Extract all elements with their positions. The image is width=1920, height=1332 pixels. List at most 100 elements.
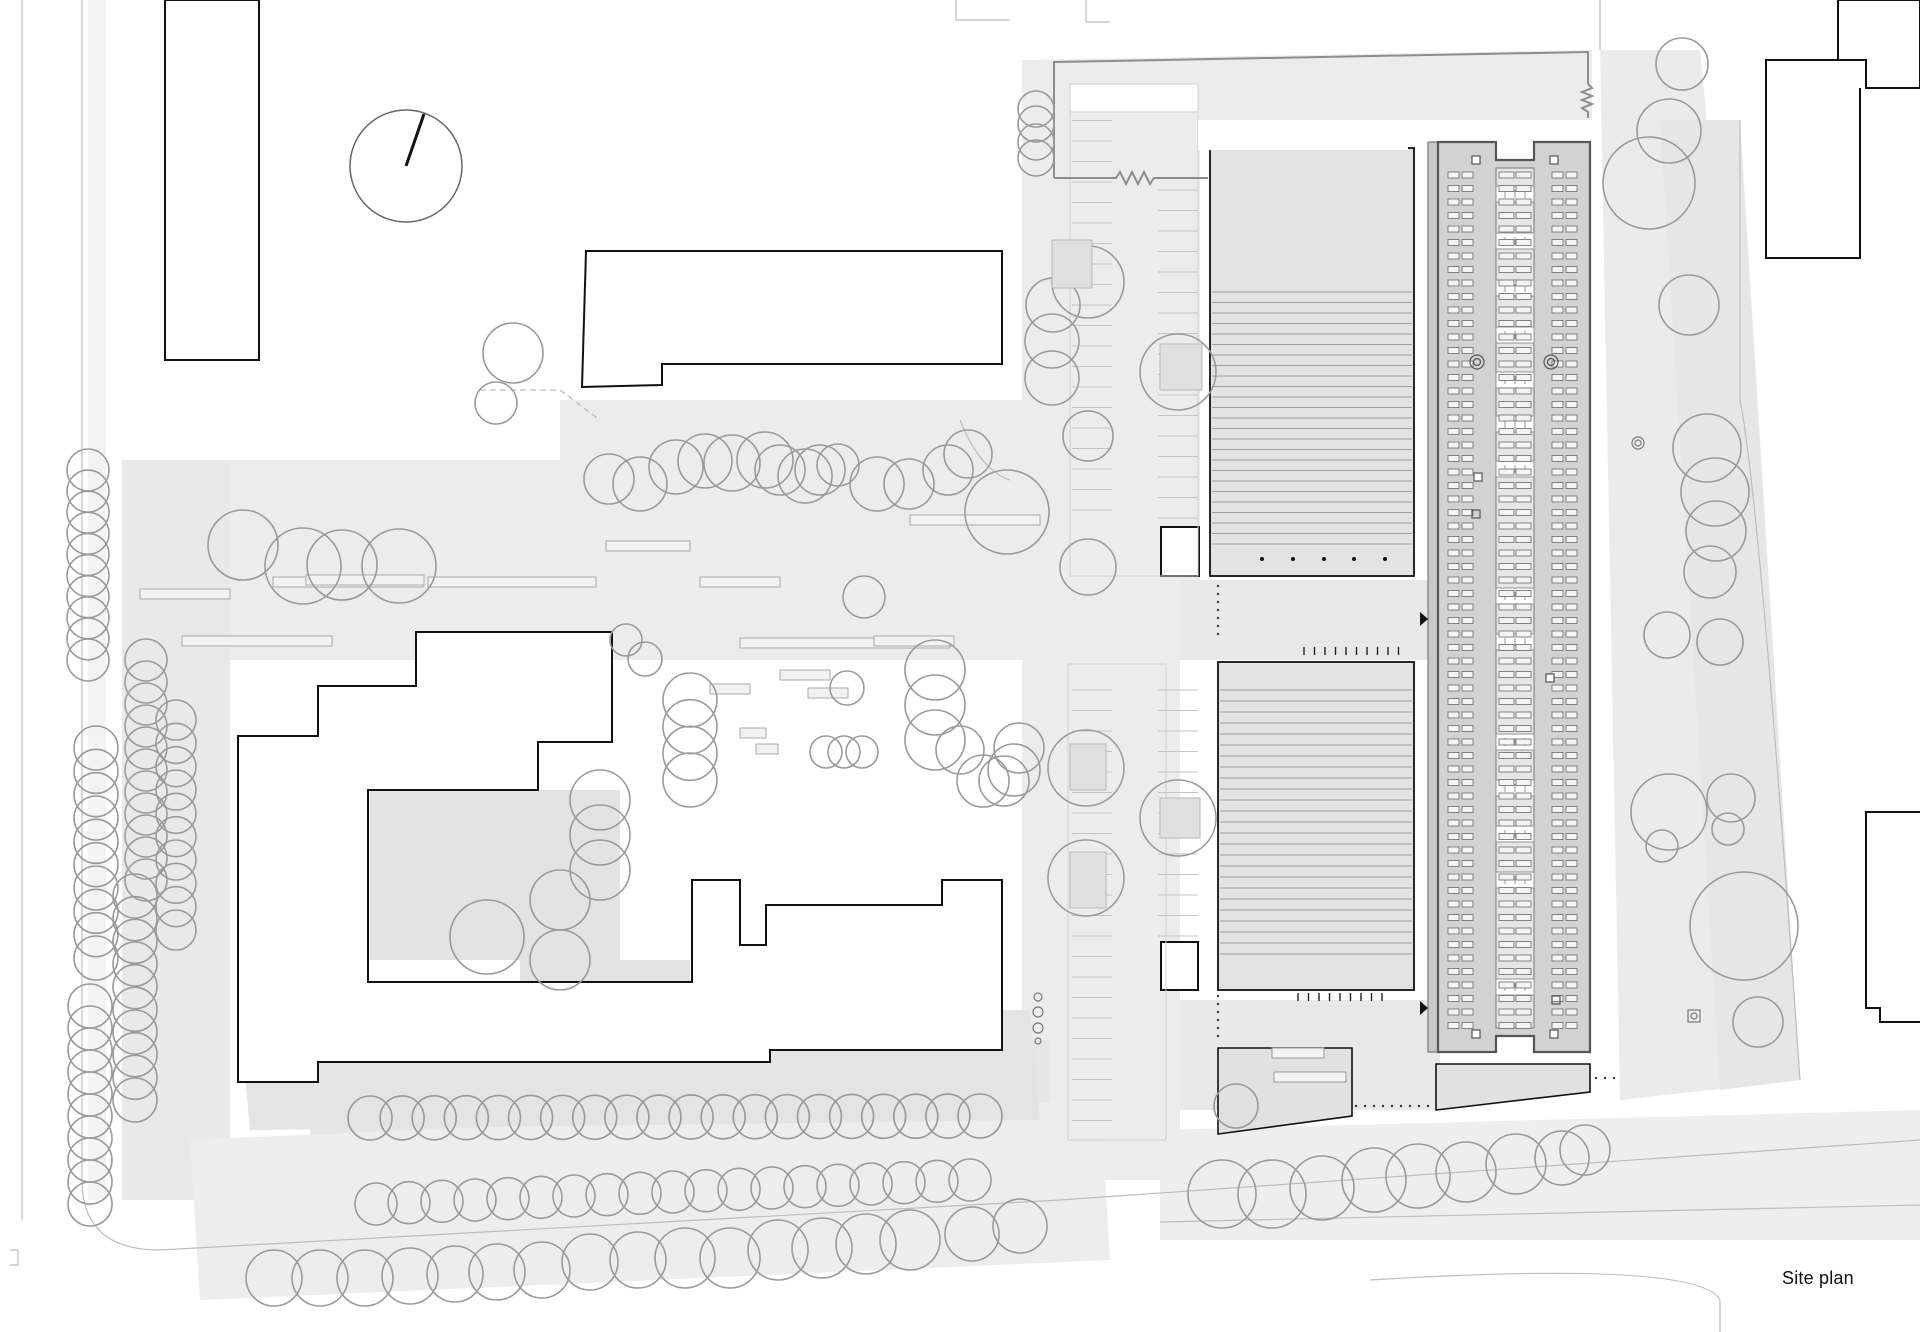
hedge-icon: [155, 862, 197, 905]
hedge-icon: [73, 888, 119, 935]
hedge-icon: [849, 1162, 893, 1206]
tree-icon: [1680, 457, 1750, 527]
tree-icon: [1017, 123, 1055, 161]
hedge-icon: [112, 895, 158, 942]
tree-icon: [1047, 839, 1125, 917]
hall-north: [1209, 147, 1415, 577]
hedge-icon: [124, 836, 168, 880]
tree-icon: [482, 322, 544, 384]
tree-icon: [561, 1233, 619, 1291]
tree-icon: [1655, 37, 1709, 91]
tree-icon: [336, 1249, 394, 1307]
hedge-icon: [112, 873, 158, 919]
hedge-icon: [124, 858, 168, 902]
tree-icon: [264, 527, 342, 605]
hedge-icon: [73, 935, 119, 981]
tree-icon: [1341, 1147, 1407, 1213]
hedge-icon: [957, 1093, 1003, 1139]
tree-icon: [849, 456, 905, 512]
hedge-icon: [112, 1031, 158, 1078]
tree-icon: [245, 1249, 303, 1307]
hedge-icon: [453, 1178, 497, 1222]
tree-icon: [654, 1227, 716, 1289]
tree-icon: [1602, 136, 1696, 230]
tree-icon: [1689, 871, 1799, 981]
tree-icon: [381, 1247, 439, 1305]
hedge-icon: [73, 795, 119, 841]
hedge-icon: [828, 1093, 875, 1140]
tree-icon: [829, 670, 865, 706]
hedge-icon: [948, 1158, 992, 1202]
tree-icon: [703, 434, 761, 492]
tree-icon: [944, 1206, 1000, 1262]
hedge-icon: [519, 1175, 563, 1220]
hedge-icon: [796, 1093, 843, 1140]
tree-icon: [1237, 1159, 1307, 1229]
tree-icon: [449, 899, 525, 975]
tree-icon: [1706, 773, 1756, 823]
hedge-icon: [155, 699, 197, 741]
hedge-icon: [73, 771, 119, 818]
hedge-icon: [732, 1093, 779, 1140]
hedge-icon: [124, 748, 168, 792]
tree-icon: [1385, 1143, 1451, 1209]
hedge-icon: [754, 444, 806, 496]
tree-icon: [627, 641, 663, 677]
hedge-icon: [379, 1095, 425, 1141]
building-northeast: [1765, 0, 1920, 259]
south-court-benches: [1271, 1047, 1347, 1083]
tree-icon: [1696, 618, 1744, 666]
hedge-icon: [662, 725, 718, 782]
hedge-icon: [67, 1181, 113, 1227]
tree-icon: [964, 469, 1050, 555]
north-arrow-icon: [349, 109, 463, 223]
hedge-icon: [569, 769, 631, 831]
hedge-icon: [411, 1094, 458, 1141]
sports-halls: [1209, 147, 1415, 1001]
hedge-icon: [717, 1167, 761, 1212]
tree-icon: [1435, 1141, 1497, 1203]
hedge-icon: [816, 1163, 860, 1208]
tree-icon: [1139, 333, 1217, 411]
hedge-icon: [684, 1168, 728, 1213]
tree-icon: [291, 1249, 349, 1307]
hedge-icon: [124, 638, 168, 682]
hedge-icon: [420, 1179, 464, 1224]
hedge-icon: [73, 748, 119, 795]
tree-icon: [879, 1209, 941, 1271]
hedge-icon: [904, 639, 966, 701]
hedge-icon: [882, 1160, 926, 1205]
hedge-icon: [764, 1093, 811, 1140]
tree-icon: [1683, 545, 1737, 599]
tree-icon: [1630, 773, 1708, 851]
trees: [207, 37, 1799, 1307]
planters: [1051, 239, 1203, 909]
hedge-icon: [112, 963, 158, 1010]
hedge-icon: [155, 839, 197, 881]
tree-icon: [943, 429, 993, 479]
tree-icon: [1645, 829, 1679, 863]
hedge-icon: [155, 909, 197, 951]
tree-icon: [747, 1219, 809, 1281]
tree-icon: [1658, 274, 1720, 336]
tree-icon: [306, 529, 378, 601]
tree-icon: [1534, 1130, 1590, 1186]
hedge-icon: [904, 709, 966, 771]
tree-icon: [699, 1227, 761, 1289]
tree-icon: [842, 575, 886, 619]
tree-icon: [736, 431, 794, 489]
buildings: [164, 0, 1920, 1083]
tree-icon: [1059, 538, 1117, 596]
tree-icon: [1187, 1159, 1257, 1229]
hedge-icon: [112, 941, 158, 987]
hedge-icon: [783, 1164, 827, 1209]
tree-icon: [835, 1213, 897, 1275]
dotted-paths: [1216, 584, 1616, 1108]
hedge-icon: [73, 818, 119, 865]
tree-icon: [1139, 779, 1217, 857]
hedge-icon: [475, 1094, 522, 1141]
hedge-icon: [529, 929, 591, 991]
tree-icon: [513, 1241, 571, 1299]
tree-icon: [612, 456, 668, 512]
